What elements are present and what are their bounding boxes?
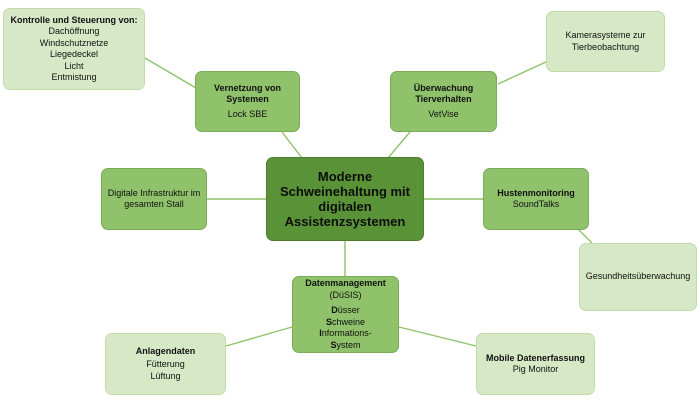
acronym-initial: I: [319, 328, 322, 338]
kontrolle-item: Windschutznetze: [39, 37, 109, 48]
connector-vernetzung-center: [281, 131, 303, 159]
node-center-moderne-schweinehaltung: Moderne Schweinehaltung mit digitalen As…: [266, 157, 424, 241]
datenmanagement-title: Datenmanagement: [305, 278, 386, 288]
acronym-initial: S: [325, 316, 332, 327]
node-hustenmonitoring: Hustenmonitoring SoundTalks: [483, 168, 589, 230]
datenmanagement-acronym: Düsser Schweine Informations- System: [319, 305, 372, 351]
node-mobile-datenerfassung: Mobile Datenerfassung Pig Monitor: [476, 333, 595, 395]
kontrolle-item: Entmistung: [51, 72, 97, 82]
connector-datenmanagement-mobile: [398, 326, 477, 347]
node-digitale-infrastruktur: Digitale Infrastruktur im gesamten Stall: [101, 168, 207, 230]
acronym-rest: ystem: [336, 339, 361, 350]
kontrolle-item: Licht: [64, 60, 84, 71]
node-kamerasysteme: Kamerasysteme zur Tierbeobachtung: [546, 11, 665, 72]
ueberwachung-sub: VetVise: [428, 108, 459, 119]
husten-sub: SoundTalks: [512, 199, 560, 209]
acronym-initial: D: [331, 305, 338, 315]
node-kontrolle-und-steuerung: Kontrolle und Steuerung von: Dachöffnung…: [3, 8, 145, 90]
acronym-rest: üsser: [337, 305, 360, 315]
node-anlagendaten: Anlagendaten Fütterung Lüftung: [105, 333, 226, 395]
anlagendaten-title: Anlagendaten: [135, 345, 196, 356]
acronym-rest: chweine: [331, 316, 366, 327]
anlagendaten-item: Fütterung: [146, 359, 185, 370]
anlagendaten-item: Lüftung: [150, 370, 181, 381]
gesundheit-text: Gesundheitsüberwachung: [585, 271, 691, 282]
kamera-text: Kamerasysteme zur Tierbeobachtung: [565, 30, 646, 52]
kontrolle-item: Dachöffnung: [48, 26, 100, 36]
node-vernetzung-von-systemen: Vernetzung von Systemen Lock SBE: [195, 71, 300, 132]
kontrolle-title: Kontrolle und Steuerung von:: [10, 14, 138, 25]
node-datenmanagement: Datenmanagement (DüSIS) Düsser Schweine …: [292, 276, 399, 353]
acronym-rest: nformations-: [321, 328, 372, 338]
node-ueberwachung-tierverhalten: Überwachung Tierverhalten VetVise: [390, 71, 497, 132]
mobile-sub: Pig Monitor: [512, 364, 559, 374]
acronym-initial: S: [330, 339, 337, 350]
connector-kamera-ueberwachung: [497, 61, 547, 85]
vernetzung-title: Vernetzung von Systemen: [213, 82, 281, 105]
vernetzung-sub: Lock SBE: [227, 108, 268, 119]
husten-title: Hustenmonitoring: [497, 187, 575, 198]
acronym-line: Informations-: [319, 328, 372, 340]
acronym-line: Düsser: [319, 305, 372, 317]
connector-datenmanagement-anlagendaten: [225, 326, 293, 347]
node-gesundheitsueberwachung: Gesundheitsüberwachung: [579, 243, 697, 311]
mobile-title: Mobile Datenerfassung: [485, 352, 586, 363]
kontrolle-item: Liegedeckel: [49, 49, 99, 59]
connector-husten-gesundheit: [577, 228, 593, 244]
acronym-line: System: [319, 340, 372, 352]
connector-kontrolle-vernetzung: [144, 57, 197, 89]
infrastruktur-text: Digitale Infrastruktur im gesamten Stall: [107, 187, 201, 210]
center-title: Moderne Schweinehaltung mit digitalen As…: [279, 169, 410, 229]
datenmanagement-abbr: (DüSIS): [329, 289, 362, 300]
acronym-line: Schweine: [319, 317, 372, 329]
ueberwachung-title: Überwachung Tierverhalten: [413, 82, 474, 105]
connector-ueberwachung-center: [387, 131, 411, 159]
